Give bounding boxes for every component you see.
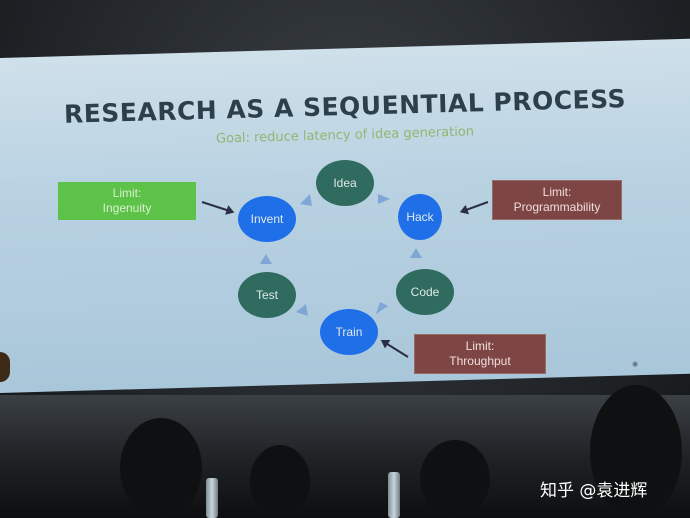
node-test: Test [238, 272, 296, 318]
audience-head [420, 440, 490, 518]
limit-programmability-line1: Limit: [542, 185, 572, 199]
limit-ingenuity-line2: Ingenuity [102, 201, 152, 215]
node-code: Code [396, 269, 454, 315]
node-invent-label: Invent [250, 212, 284, 226]
arrow-test-invent-icon [260, 254, 272, 264]
node-idea: Idea [316, 160, 374, 206]
arrow-code-train-icon [376, 302, 388, 314]
limit-ingenuity-line1: Limit: [112, 186, 142, 200]
arrow-train-test-icon [296, 304, 308, 316]
node-train: Train [320, 309, 378, 355]
speaker-hand [0, 352, 10, 382]
water-bottle [206, 478, 218, 518]
audience-area [0, 395, 690, 518]
limit-throughput-line1: Limit: [465, 339, 495, 353]
limit-throughput-line2: Throughput [449, 354, 511, 368]
arrow-hack-code-icon [410, 248, 422, 258]
audience-head [120, 418, 202, 518]
limit-ingenuity-box: Limit: Ingenuity [58, 182, 196, 220]
slide-logo-icon: ◉ [632, 360, 639, 368]
node-idea-label: Idea [333, 176, 357, 190]
water-bottle [388, 472, 400, 518]
node-code-label: Code [410, 285, 440, 299]
audience-head [250, 445, 310, 518]
limit-programmability-line2: Programmability [513, 200, 601, 214]
node-train-label: Train [335, 325, 363, 339]
audience-head [590, 385, 682, 518]
limit-throughput-box: Limit: Throughput [414, 334, 546, 374]
limit-programmability-box: Limit: Programmability [492, 180, 622, 220]
watermark: 知乎 @袁进辉 [540, 481, 648, 501]
node-hack: Hack [398, 194, 442, 240]
arrow-idea-hack-icon [378, 194, 390, 204]
node-test-label: Test [255, 288, 278, 302]
node-hack-label: Hack [406, 210, 434, 224]
arrow-invent-idea-icon [300, 194, 312, 206]
node-invent: Invent [238, 196, 296, 242]
